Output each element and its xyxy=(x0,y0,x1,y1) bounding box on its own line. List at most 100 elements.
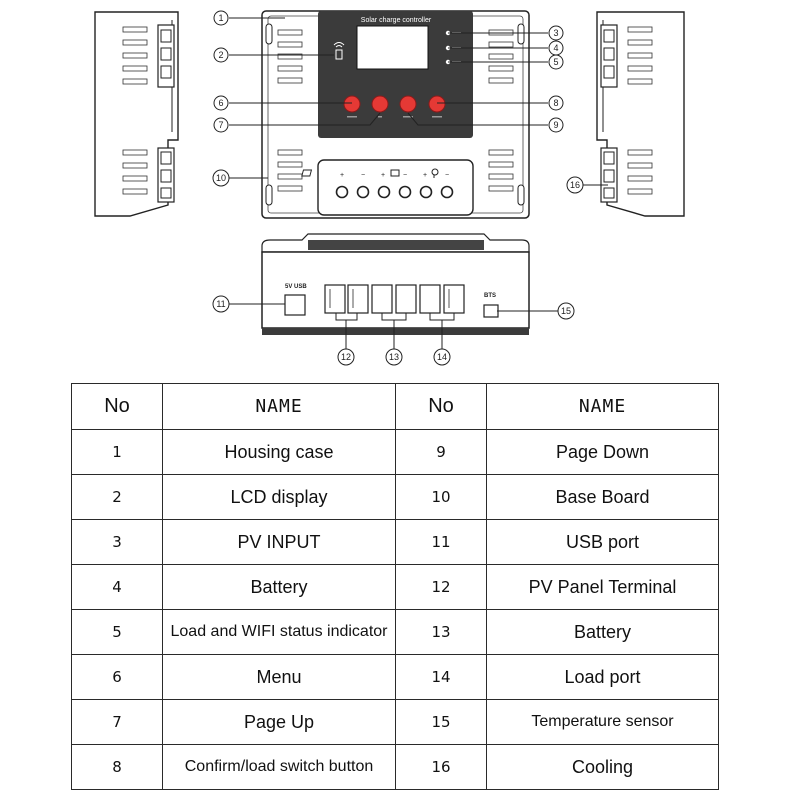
row-no: 16 xyxy=(395,744,487,790)
callout-5: 5 xyxy=(548,54,564,70)
svg-text:8: 8 xyxy=(553,98,558,108)
battery-icon xyxy=(390,169,400,177)
terminal-block xyxy=(317,159,474,216)
callout-11: 11 xyxy=(212,295,230,313)
row-no: 3 xyxy=(71,519,163,565)
left-side-clips xyxy=(157,24,175,203)
row-name: Page Up xyxy=(162,699,396,745)
temperature-sensor-port xyxy=(483,304,499,318)
row-name: Load and WIFI status indicator xyxy=(162,609,396,655)
svg-text:16: 16 xyxy=(570,180,580,190)
row-no: 14 xyxy=(395,654,487,700)
table-row: 3 PV INPUT 11 USB port xyxy=(71,519,719,565)
controller-diagram: Solar charge controller xyxy=(94,10,685,366)
row-no: 1 xyxy=(71,429,163,475)
table-row: 1 Housing case 9 Page Down xyxy=(71,429,719,475)
left-side-vents xyxy=(122,26,148,195)
row-name: Cooling xyxy=(486,744,719,790)
right-side-clips xyxy=(600,24,618,203)
usb-port-label: 5V USB xyxy=(285,284,307,290)
callout-2: 2 xyxy=(213,47,229,63)
table-row: 7 Page Up 15 Temperature sensor xyxy=(71,699,719,745)
row-name: Housing case xyxy=(162,429,396,475)
row-name: Base Board xyxy=(486,474,719,520)
svg-text:3: 3 xyxy=(553,28,558,38)
row-name: Menu xyxy=(162,654,396,700)
callout-1: 1 xyxy=(213,10,229,26)
callout-10: 10 xyxy=(212,169,230,187)
svg-text:+: + xyxy=(340,172,344,179)
row-no: 13 xyxy=(395,609,487,655)
table-header-row: No NAME No NAME xyxy=(71,383,719,430)
row-name: PV Panel Terminal xyxy=(486,564,719,610)
svg-text:10: 10 xyxy=(216,173,226,183)
header-no-right: No xyxy=(395,383,487,430)
callout-7: 7 xyxy=(213,117,229,133)
svg-text:+: + xyxy=(423,172,427,179)
svg-text:+: + xyxy=(381,172,385,179)
leader-lines xyxy=(229,17,608,350)
svg-text:11: 11 xyxy=(216,299,225,309)
bottom-view: 5V USB BTS xyxy=(261,233,530,335)
usb-port xyxy=(284,294,306,316)
row-no: 7 xyxy=(71,699,163,745)
wifi-icon xyxy=(333,42,345,60)
row-name: Confirm/load switch button xyxy=(162,744,396,790)
table-row: 8 Confirm/load switch button 16 Cooling xyxy=(71,744,719,790)
lcd-screen xyxy=(356,25,429,70)
row-no: 8 xyxy=(71,744,163,790)
solar-panel-icon xyxy=(301,169,313,177)
callout-3: 3 xyxy=(548,25,564,41)
row-no: 6 xyxy=(71,654,163,700)
callout-4: 4 xyxy=(548,40,564,56)
callout-13: 13 xyxy=(385,348,403,366)
svg-text:9: 9 xyxy=(553,120,558,130)
svg-text:1: 1 xyxy=(218,13,223,23)
parts-table: No NAME No NAME 1 Housing case 9 Page Do… xyxy=(71,383,719,790)
terminal-openings xyxy=(324,284,465,314)
row-name: LCD display xyxy=(162,474,396,520)
page-down-button[interactable] xyxy=(399,95,417,113)
svg-text:15: 15 xyxy=(561,306,571,316)
row-no: 10 xyxy=(395,474,487,520)
bulb-icon xyxy=(431,168,439,176)
right-side-vents xyxy=(627,26,653,195)
row-no: 15 xyxy=(395,699,487,745)
svg-text:13: 13 xyxy=(389,352,399,362)
callout-14: 14 xyxy=(433,348,451,366)
row-name: Battery xyxy=(486,609,719,655)
svg-text:5: 5 xyxy=(553,57,558,67)
row-name: Battery xyxy=(162,564,396,610)
svg-text:7: 7 xyxy=(218,120,223,130)
callout-9: 9 xyxy=(548,117,564,133)
callout-16: 16 xyxy=(566,176,584,194)
terminal-symbols: + − + − + − xyxy=(301,168,449,179)
row-no: 12 xyxy=(395,564,487,610)
table-row: 2 LCD display 10 Base Board xyxy=(71,474,719,520)
svg-text:6: 6 xyxy=(218,98,223,108)
row-no: 2 xyxy=(71,474,163,520)
svg-text:−: − xyxy=(403,172,407,179)
header-name-left: NAME xyxy=(162,383,396,430)
row-name: USB port xyxy=(486,519,719,565)
svg-text:−: − xyxy=(445,172,449,179)
callout-15: 15 xyxy=(557,302,575,320)
svg-text:12: 12 xyxy=(341,352,351,362)
table-row: 4 Battery 12 PV Panel Terminal xyxy=(71,564,719,610)
callout-8: 8 xyxy=(548,95,564,111)
front-view: Solar charge controller xyxy=(261,10,530,219)
callout-6: 6 xyxy=(213,95,229,111)
row-name: PV INPUT xyxy=(162,519,396,565)
menu-button[interactable] xyxy=(343,95,361,113)
row-no: 9 xyxy=(395,429,487,475)
control-buttons xyxy=(343,95,446,118)
confirm-load-button[interactable] xyxy=(428,95,446,113)
right-side-view xyxy=(596,11,685,217)
row-name: Load port xyxy=(486,654,719,700)
page-up-button[interactable] xyxy=(371,95,389,113)
sensor-port-label: BTS xyxy=(484,293,496,299)
row-name: Temperature sensor xyxy=(486,699,719,745)
svg-text:−: − xyxy=(361,172,365,179)
lcd-title: Solar charge controller xyxy=(361,17,432,24)
table-row: 5 Load and WIFI status indicator 13 Batt… xyxy=(71,609,719,655)
